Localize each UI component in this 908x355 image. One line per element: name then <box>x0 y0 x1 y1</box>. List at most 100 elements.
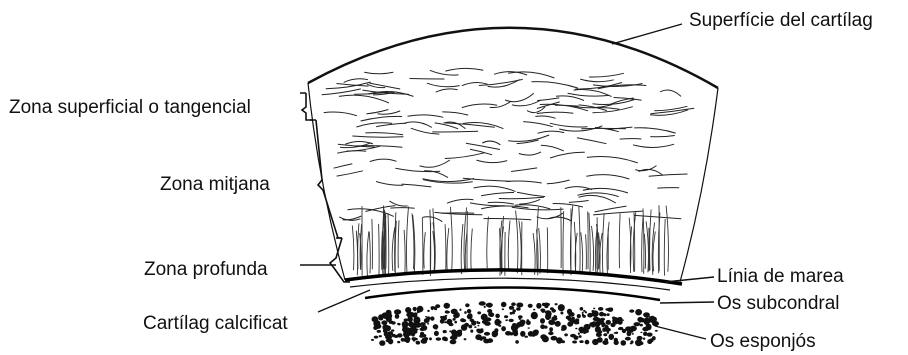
bone-speckle <box>453 318 456 321</box>
radial-fiber <box>581 232 583 272</box>
label-deep-zone: Zona profunda <box>144 259 268 281</box>
bone-speckle <box>580 307 584 311</box>
collagen-fiber <box>548 217 571 221</box>
bone-speckle <box>526 319 529 322</box>
bone-speckle <box>443 330 447 333</box>
collagen-fiber <box>593 100 635 105</box>
collagen-fiber <box>365 133 403 135</box>
collagen-fiber <box>527 107 545 113</box>
bone-speckle <box>451 329 457 335</box>
bone-speckle <box>519 318 522 320</box>
collagen-fibers-radial <box>352 205 668 276</box>
bone-speckle <box>560 312 563 315</box>
collagen-fiber <box>344 79 368 83</box>
bone-speckle <box>592 310 595 313</box>
bone-speckle <box>558 304 565 311</box>
radial-fiber <box>356 231 357 276</box>
bone-speckle <box>479 301 486 305</box>
collagen-fiber <box>614 98 642 101</box>
bone-speckle <box>536 303 541 309</box>
leader-spongy <box>655 326 706 339</box>
bone-speckle <box>655 330 658 332</box>
collagen-fiber <box>660 90 681 96</box>
collagen-fiber <box>484 219 532 220</box>
bone-speckle <box>447 319 453 325</box>
bone-speckle <box>421 325 427 331</box>
bone-speckle <box>495 314 500 319</box>
bone-speckle <box>509 319 514 322</box>
bone-speckle <box>637 317 643 322</box>
radial-fiber <box>519 220 521 269</box>
bone-speckle <box>609 334 615 340</box>
bone-speckle <box>567 317 572 321</box>
collagen-fiber <box>523 122 553 127</box>
bone-speckle <box>542 303 546 306</box>
bone-speckle <box>579 335 582 338</box>
collagen-fiber <box>499 197 544 198</box>
collagen-fiber <box>537 98 559 101</box>
collagen-fiber <box>445 68 483 71</box>
bone-speckle <box>518 315 523 318</box>
label-superficial-zone: Zona superficial o tangencial <box>9 97 251 119</box>
bone-speckle <box>567 322 573 327</box>
bone-speckle <box>501 326 506 331</box>
bone-speckle <box>459 309 461 311</box>
radial-fiber <box>422 218 423 275</box>
collagen-fiber <box>427 83 460 87</box>
bone-speckle <box>606 330 608 332</box>
cartilage-right-edge <box>680 88 718 282</box>
bone-speckle <box>509 306 514 310</box>
bone-speckle <box>593 308 595 310</box>
bone-speckle <box>465 303 469 307</box>
radial-fiber <box>642 216 643 273</box>
bone-speckle <box>610 323 615 327</box>
collagen-fiber <box>550 152 585 158</box>
bone-speckle <box>417 306 424 313</box>
radial-fiber <box>589 213 590 275</box>
label-calcified: Cartílag calcificat <box>143 313 288 335</box>
collagen-fiber <box>620 139 642 140</box>
collagen-fiber <box>649 174 688 176</box>
bone-speckle <box>426 316 430 320</box>
bone-speckle <box>540 324 545 329</box>
bone-speckle <box>388 339 393 345</box>
bone-speckle <box>639 342 644 346</box>
bone-speckle <box>622 329 626 333</box>
collagen-fiber <box>531 82 578 88</box>
collagen-fiber <box>517 192 545 196</box>
subchondral-bone-plate <box>365 287 660 300</box>
radial-fiber <box>461 224 463 274</box>
bone-speckle <box>477 329 484 334</box>
radial-fiber <box>379 224 380 275</box>
collagen-fiber <box>366 110 388 114</box>
bone-speckle <box>630 343 633 345</box>
bone-speckle <box>381 320 387 325</box>
bone-speckle <box>564 333 568 336</box>
radial-fiber <box>352 225 354 270</box>
bone-speckle <box>434 331 439 336</box>
bone-speckle <box>440 316 442 319</box>
bone-speckle <box>577 321 580 324</box>
bone-speckle <box>411 313 418 318</box>
bone-speckle <box>606 320 611 325</box>
bone-speckle <box>625 337 631 341</box>
radial-fiber <box>398 220 399 268</box>
bone-speckle <box>494 328 498 332</box>
collagen-fiber <box>512 100 541 106</box>
label-middle-zone: Zona mitjana <box>160 174 270 196</box>
radial-fiber <box>502 216 504 273</box>
radial-fiber <box>388 213 389 276</box>
bone-speckle <box>386 310 392 316</box>
label-tidemark: Línia de marea <box>717 266 844 288</box>
leader-tidemark <box>665 277 714 282</box>
bone-speckle <box>481 336 486 339</box>
bone-speckle <box>383 329 388 333</box>
collagen-fiber <box>541 145 564 151</box>
bone-speckle <box>377 330 381 333</box>
bone-speckle <box>379 340 385 346</box>
bone-speckle <box>627 331 630 334</box>
collagen-fiber <box>519 152 541 155</box>
bone-speckle <box>404 319 409 322</box>
bone-speckle <box>615 332 618 334</box>
bone-speckle <box>528 327 530 328</box>
